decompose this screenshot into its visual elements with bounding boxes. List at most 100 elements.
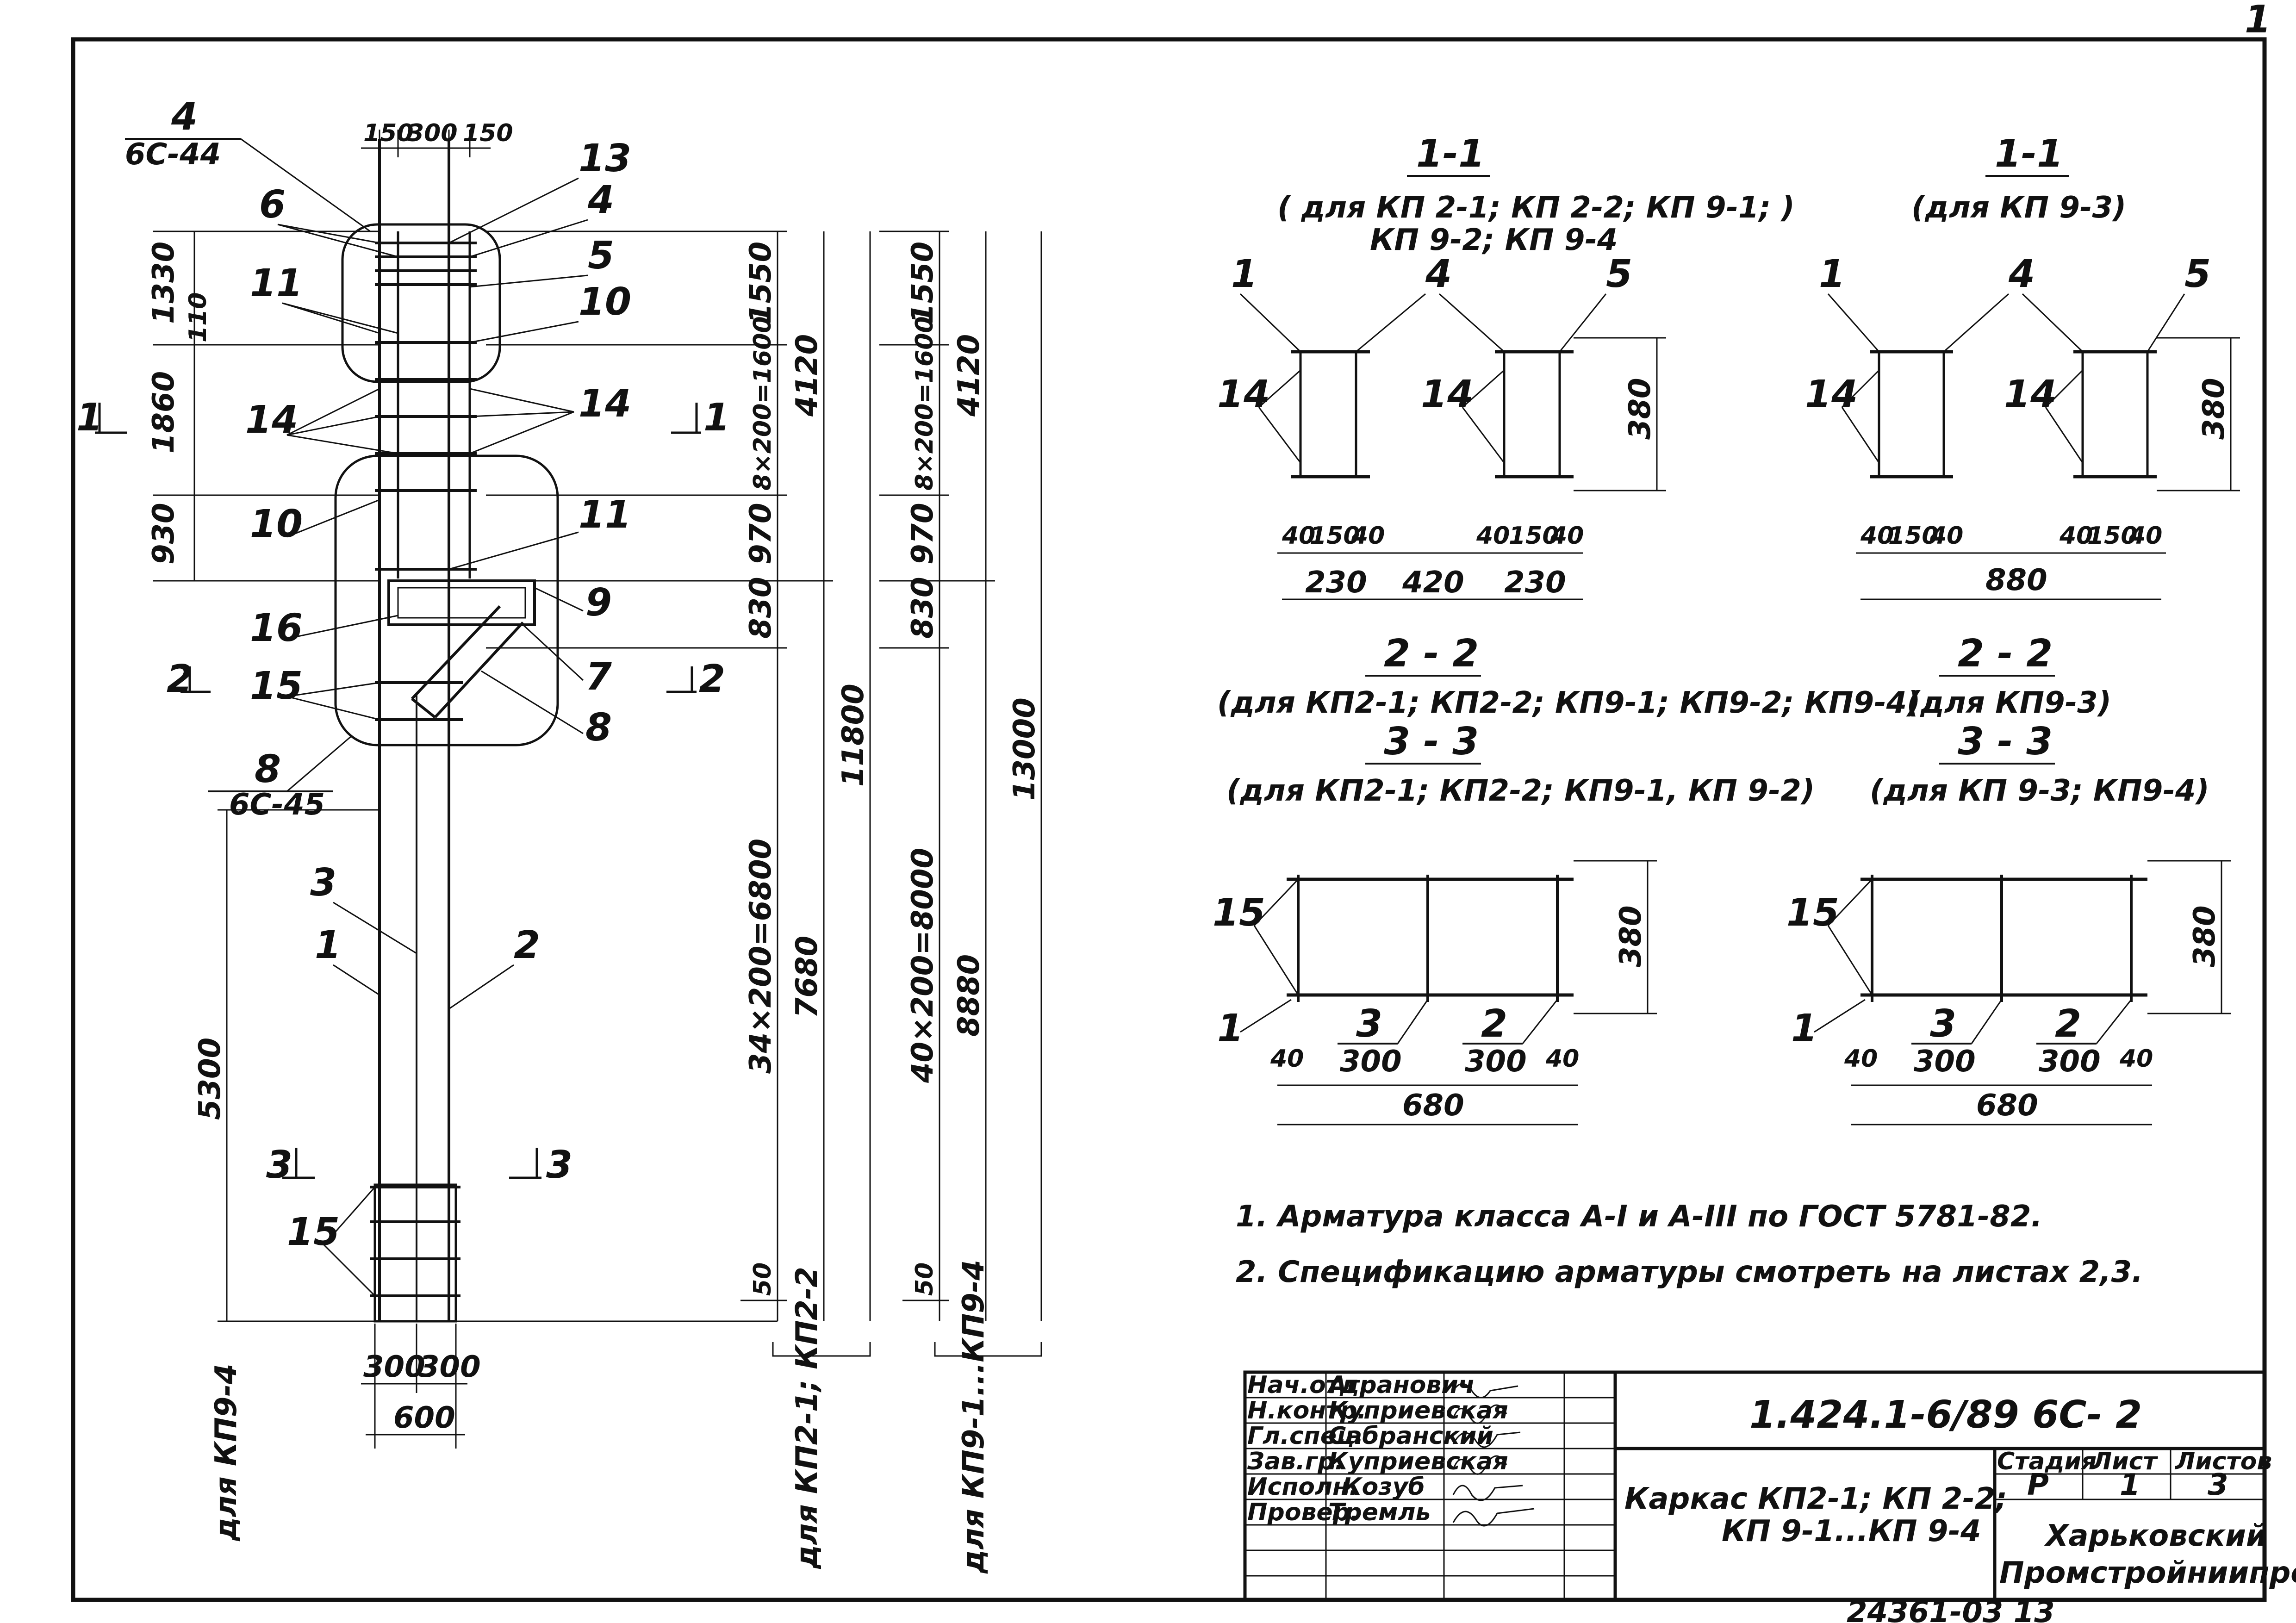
callout-leader <box>469 219 588 258</box>
callout-5: 5 <box>588 234 614 278</box>
section-3-3-b-title: 3 - 3 <box>1958 720 2053 764</box>
corner-number: 1 <box>2245 0 2271 42</box>
note-1: 1. Арматура класса А-I и А-III по ГОСТ 5… <box>1236 1200 2042 1234</box>
section-1-1-a: 1-1 ( для КП 2-1; КП 2-2; КП 9-1; ) КП 9… <box>1217 132 1795 600</box>
callout-leader <box>1827 925 1873 995</box>
role-3: Зав.гр. <box>1247 1448 1344 1475</box>
s33a-bar3: 300 <box>1340 1045 1402 1079</box>
callout-leader <box>1253 925 1299 995</box>
cage-left <box>1878 350 1945 478</box>
name-2: Сабранский <box>1328 1422 1493 1450</box>
callout-14-right: 14 <box>579 382 631 426</box>
callout-leader <box>1943 293 2009 353</box>
s11a-dim-40d: 40 <box>1550 522 1584 550</box>
section-3-3-b-subtitle: (для КП 9-3; КП9-4) <box>1870 774 2209 808</box>
sheet-frame <box>71 37 2267 1602</box>
callout-leader <box>448 964 514 1010</box>
diagonal-bar-8b <box>434 621 524 719</box>
callout-4-right: 4 <box>587 178 614 222</box>
s33a-side-40b: 40 <box>1545 1045 1579 1073</box>
callout-leader <box>1253 878 1299 927</box>
s11b-callout-4: 4 <box>2008 252 2035 296</box>
section-2-2-3-3-a: 2 - 2 (для КП2-1; КП2-2; КП9-1; КП9-2; К… <box>1213 632 1920 1126</box>
callout-leader <box>1841 407 1880 463</box>
callout-leader <box>1827 878 1873 927</box>
callout-leader <box>286 615 398 640</box>
dimension-chain-2: 1550 8×200=1600 970 830 40×200=8000 50 4… <box>879 230 1042 1574</box>
callout-leader <box>1971 999 2003 1044</box>
chain1-note: для КП2-1; КП2-2 <box>790 1267 824 1569</box>
callout-16: 16 <box>250 606 303 650</box>
left-dim-110: 110 <box>184 292 212 342</box>
s33b-side-40b: 40 <box>2119 1045 2153 1073</box>
height-5300: 5300 <box>193 1038 227 1120</box>
chain1-50: 50 <box>749 1262 777 1296</box>
s33b-bar3: 300 <box>1914 1045 1976 1079</box>
diagonal-bar-8a <box>411 605 501 700</box>
chain1-1550: 1550 <box>744 242 778 324</box>
chain2-4120: 4120 <box>952 334 986 417</box>
callout-leader <box>1841 369 1880 408</box>
chain2-13000: 13000 <box>1008 697 1042 801</box>
s33b-bar2: 300 <box>2039 1045 2101 1079</box>
s11a-dim-150a: 150 <box>1310 522 1360 550</box>
section-mark-3-left: 3 <box>266 1143 292 1187</box>
left-dim-1860: 1860 <box>147 371 181 454</box>
s11a-dim-40b: 40 <box>1351 522 1385 550</box>
cage-right <box>2081 350 2149 478</box>
s11a-dim-150b: 150 <box>1509 522 1559 550</box>
s11a-callout-5: 5 <box>1606 252 1632 296</box>
s33a-callout-15: 15 <box>1213 891 1265 935</box>
s11b-dim-40b: 40 <box>1929 522 1963 550</box>
section-2-2-a-title: 2 - 2 <box>1384 632 1479 676</box>
title-block: Нач.отд. Н.контр. Гл.спец. Зав.гр. Испол… <box>1243 1370 2296 1602</box>
callout-leader <box>1439 293 1505 353</box>
s11a-height: 380 <box>1623 378 1657 440</box>
callout-leader <box>1559 293 1607 352</box>
callout-11-right: 11 <box>579 493 631 537</box>
section-1-1-b-subtitle: (для КП 9-3) <box>1911 191 2126 225</box>
s33a-bar2: 300 <box>1465 1045 1527 1079</box>
s11a-dim-40c: 40 <box>1476 522 1510 550</box>
diagonal-bar-8c <box>411 697 436 719</box>
callout-leader <box>469 411 574 454</box>
plate-9-inner <box>397 587 526 619</box>
signature-scribble <box>1452 1508 1535 1527</box>
s11a-dim-40a: 40 <box>1282 522 1315 550</box>
callout-leader <box>1239 293 1301 353</box>
s11a-bottom-230b: 230 <box>1504 566 1566 600</box>
cage-right <box>1503 350 1561 478</box>
s11b-dim-40d: 40 <box>2128 522 2162 550</box>
chain2-970: 970 <box>906 503 940 565</box>
bottom-cage <box>373 1183 457 1323</box>
callout-leader <box>1356 293 1426 353</box>
callout-leader <box>469 411 574 417</box>
s11b-total: 880 <box>1985 563 2047 597</box>
callout-9: 9 <box>585 581 612 625</box>
s11b-dim-40a: 40 <box>1860 522 1894 550</box>
callout-leader <box>277 224 380 244</box>
name-0: Агранович <box>1326 1371 1475 1399</box>
section-1-1-a-subtitle1: ( для КП 2-1; КП 2-2; КП 9-1; ) <box>1277 191 1795 225</box>
callout-leader <box>286 416 380 436</box>
name-4: Козуб <box>1342 1473 1425 1501</box>
callout-leader <box>286 682 380 697</box>
chain1-6800: 34×200=6800 <box>744 839 778 1074</box>
callout-leader <box>469 321 579 343</box>
stage-value: Р <box>2027 1468 2049 1502</box>
top-dim-150b: 150 <box>463 119 513 147</box>
sheets-value: 3 <box>2208 1468 2228 1502</box>
section-3-3-a-subtitle: (для КП2-1; КП2-2; КП9-1, КП 9-2) <box>1226 774 1815 808</box>
callout-leader <box>1827 293 1880 352</box>
signature-scribble <box>1452 1431 1521 1448</box>
callout-8: 8 <box>585 706 612 750</box>
title-line-1: Каркас КП2-1; КП 2-2; <box>1624 1482 2007 1516</box>
callout-15-upper: 15 <box>250 664 303 708</box>
left-dim-930: 930 <box>147 503 181 565</box>
s33b-side-40a: 40 <box>1844 1045 1878 1073</box>
callout-leader <box>2045 369 2084 408</box>
callout-13: 13 <box>579 137 631 180</box>
s11a-callout-1: 1 <box>1231 252 1257 296</box>
mark-8-leader <box>286 735 352 792</box>
